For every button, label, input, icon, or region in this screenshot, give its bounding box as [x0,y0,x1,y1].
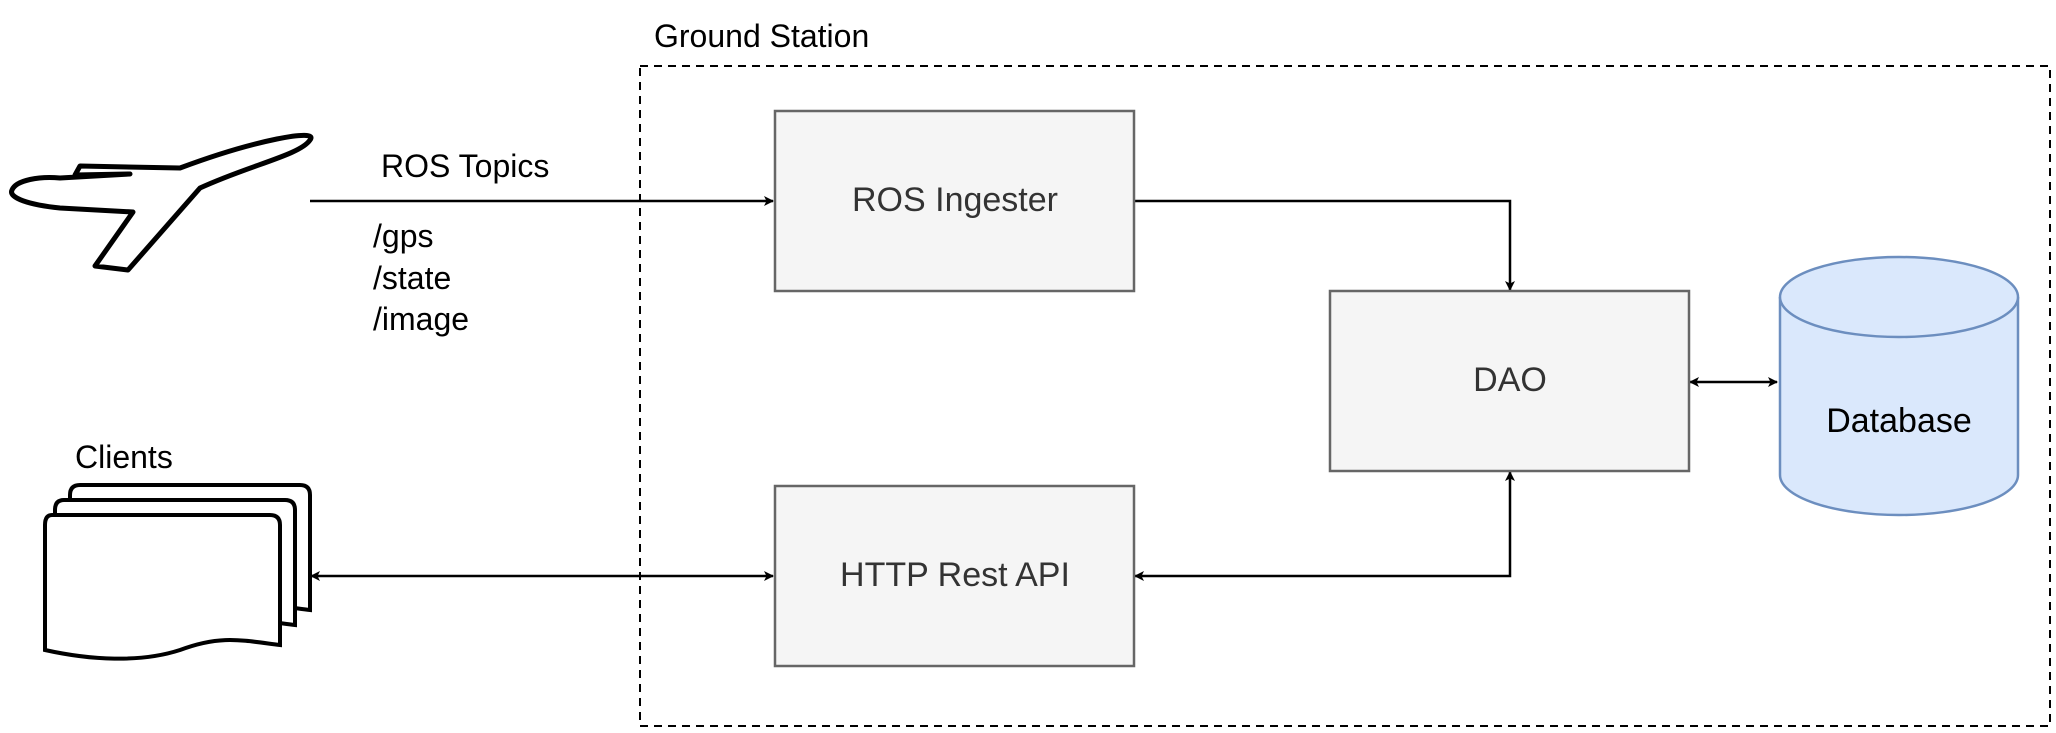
edge-dao-http-api [1134,471,1515,581]
http-rest-api-label: HTTP Rest API [840,556,1070,594]
ground-station-title: Ground Station [654,18,869,54]
topic-image: /image [373,301,469,337]
clients-label: Clients [75,439,173,475]
ros-topics-title: ROS Topics [381,148,549,184]
dao-box [1328,289,1691,473]
ros-ingester-box [773,109,1136,293]
database-label: Database [1826,402,1972,440]
database-cylinder [1778,255,2020,517]
topic-gps: /gps [373,218,433,254]
topic-state: /state [373,260,451,296]
edge-ingester-to-dao [1134,199,1515,291]
clients-icon [43,483,312,661]
ros-ingester-label: ROS Ingester [852,181,1058,219]
ground-station-boundary [639,65,2051,727]
dao-label: DAO [1473,361,1547,399]
airplane-icon [9,132,314,273]
http-rest-api-box [773,484,1136,668]
